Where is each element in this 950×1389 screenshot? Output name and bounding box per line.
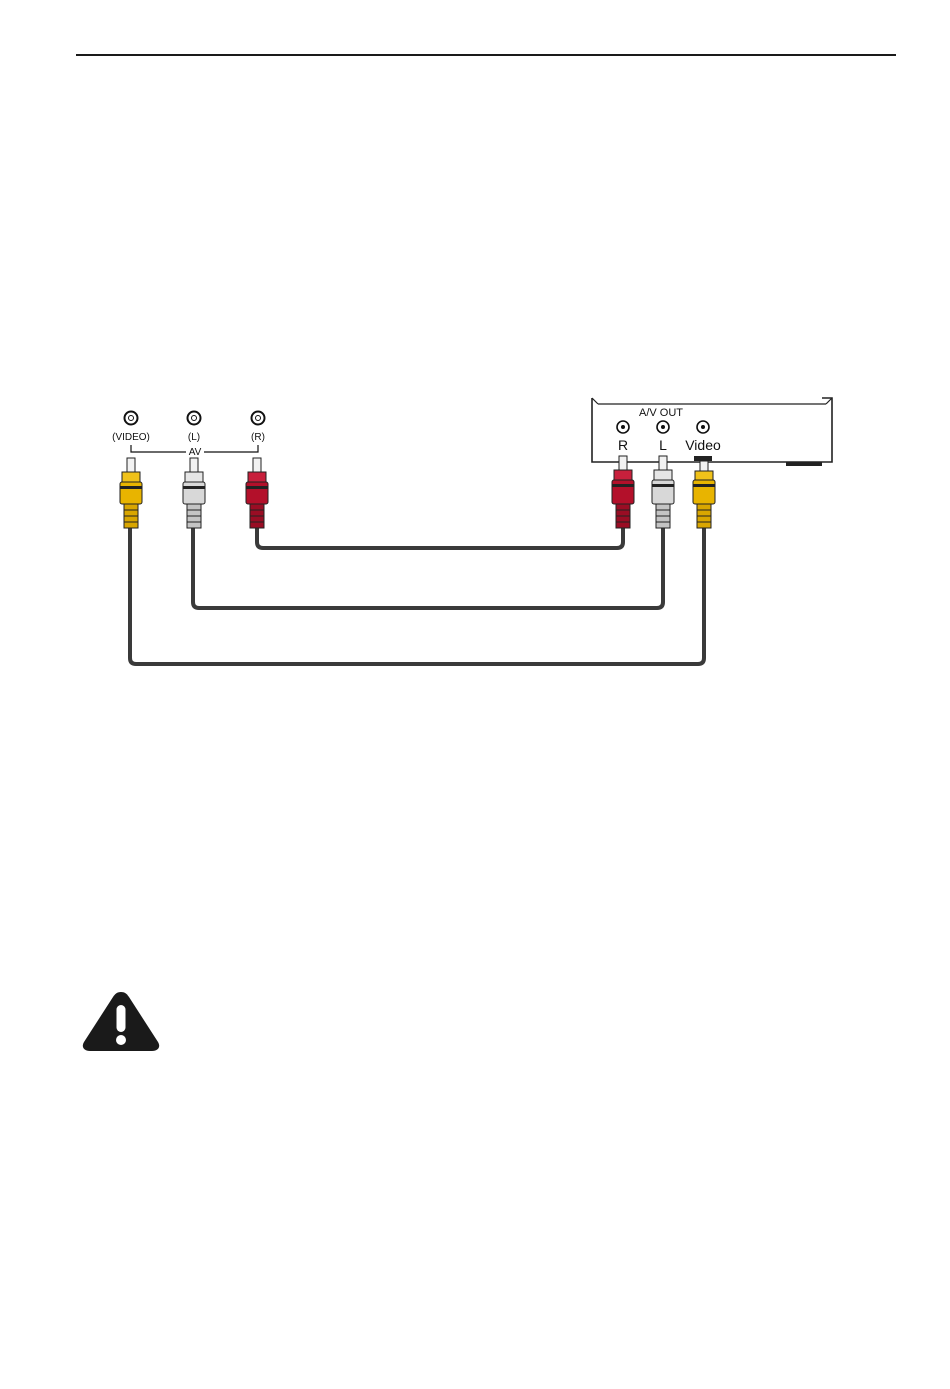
plug-video-device xyxy=(693,456,715,528)
plug-video-panel xyxy=(120,458,142,528)
panel-label-video: (VIDEO) xyxy=(112,432,150,443)
device-label-right: R xyxy=(618,437,628,453)
device-label-left: L xyxy=(659,437,667,453)
plug-right-panel xyxy=(246,458,268,528)
av-connection-diagram: (VIDEO) (L) (R) AV xyxy=(0,0,950,720)
panel-label-right: (R) xyxy=(251,432,265,443)
panel-jack-video xyxy=(125,412,138,425)
device-jack-video xyxy=(697,421,709,433)
plug-right-device xyxy=(612,456,634,528)
panel-label-left: (L) xyxy=(188,432,200,443)
panel-group-label: AV xyxy=(189,447,202,458)
plug-left-device xyxy=(652,456,674,528)
panel-jack-left xyxy=(188,412,201,425)
device-box xyxy=(592,398,832,466)
cable-right xyxy=(257,528,623,548)
device-jack-left xyxy=(657,421,669,433)
device-jack-right xyxy=(617,421,629,433)
plug-left-panel xyxy=(183,458,205,528)
warning-triangle-icon xyxy=(80,988,162,1054)
device-group-label: A/V OUT xyxy=(639,407,683,419)
device-label-video: Video xyxy=(685,437,721,453)
cable-left xyxy=(193,528,663,608)
panel-jack-right xyxy=(252,412,265,425)
